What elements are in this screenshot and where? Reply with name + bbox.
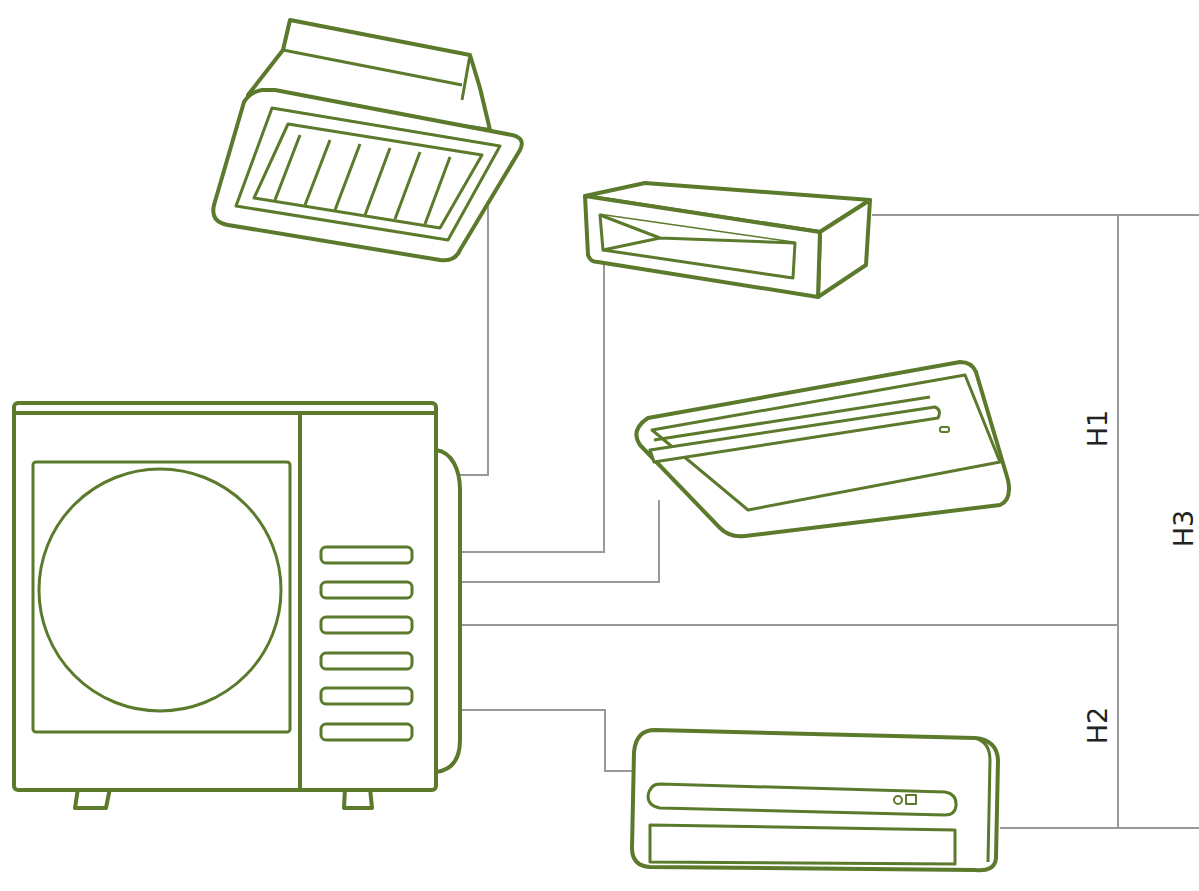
cassette-panel (213, 90, 522, 260)
unit-side (975, 738, 990, 862)
cassette-grille (254, 124, 482, 228)
cassette-unit (213, 20, 522, 260)
cassette-frame (236, 108, 500, 240)
height-label: H3 (1170, 509, 1197, 546)
vent (321, 547, 412, 563)
cassette-slat (275, 135, 450, 224)
casing (14, 403, 436, 790)
indicator (894, 796, 902, 804)
side-panel (436, 450, 460, 772)
pipe (462, 500, 659, 582)
ceiling-floor-unit (636, 362, 1009, 536)
dimension-line (872, 214, 1199, 216)
fan-grille (33, 462, 290, 732)
duct-opening-edge (600, 215, 795, 250)
dimension-line (1000, 827, 1199, 829)
duct-opening (600, 215, 795, 278)
duct-side (818, 200, 870, 297)
duct-front (585, 196, 820, 297)
vent (321, 724, 412, 740)
pipe (462, 262, 604, 552)
vent (321, 688, 412, 704)
pipe (462, 710, 632, 771)
vent (321, 617, 412, 633)
casing-divider (298, 413, 302, 788)
display-strip (648, 784, 956, 815)
air-outlet-edge (654, 397, 930, 440)
indicator (940, 427, 949, 432)
indicator (906, 795, 916, 804)
height-label: H1 (1084, 409, 1111, 446)
height-label: H2 (1084, 706, 1111, 743)
unit-body (636, 362, 1009, 536)
unit-body (632, 730, 998, 870)
vent (321, 582, 412, 598)
dimension-line (1117, 215, 1119, 828)
air-outlet (650, 825, 955, 864)
outdoor-unit (14, 403, 460, 808)
duct-unit (585, 183, 870, 297)
casing-edge (16, 411, 434, 415)
fan (39, 469, 281, 711)
cassette-edge (283, 20, 470, 100)
pipe (462, 624, 1118, 626)
vent (321, 653, 412, 669)
wall-unit (632, 730, 998, 870)
